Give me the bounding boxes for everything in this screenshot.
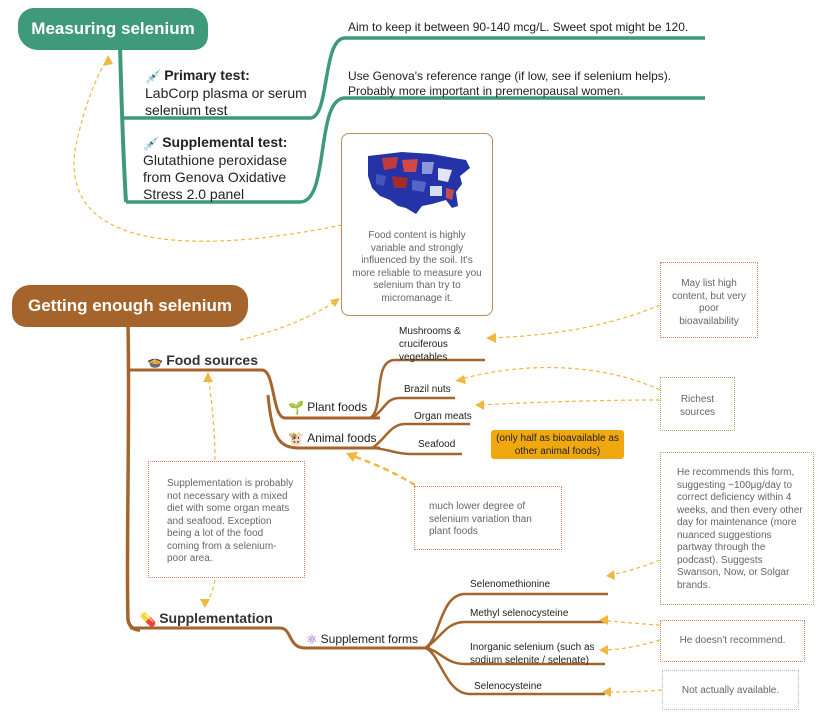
relation-map-to-title	[73, 57, 343, 242]
food-sources-label: Food sources	[166, 352, 258, 368]
form-selenomethionine[interactable]: Selenomethionine	[470, 579, 551, 590]
not-available-note[interactable]: Not actually available.	[662, 670, 799, 710]
form-methyl-selenocysteine[interactable]: Methyl selenocysteine	[470, 608, 569, 619]
primary-test-note[interactable]: Aim to keep it between 90-140 mcg/L. Swe…	[348, 20, 689, 34]
getting-enough-selenium-title[interactable]: Getting enough selenium	[12, 285, 248, 327]
form-selenocysteine[interactable]: Selenocysteine	[474, 681, 542, 692]
cow-icon: 🐮	[288, 431, 305, 446]
supplementation-not-necessary-note[interactable]: Supplementation is probably not necessar…	[148, 461, 305, 578]
brown-form-leaf-2	[424, 620, 605, 650]
relation-recommend-to-selenomethionine	[609, 559, 661, 576]
syringe-icon: 💉	[145, 69, 162, 84]
soil-map-note[interactable]: Food content is highly variable and stro…	[341, 133, 493, 316]
supplement-forms-label: Supplement forms	[320, 632, 419, 646]
poor-bioavailability-note[interactable]: May list high content, but very poor bio…	[660, 262, 758, 338]
supplemental-test-text: Glutathione peroxidase from Genova Oxida…	[143, 152, 287, 202]
atom-icon: ⚛	[306, 632, 318, 647]
soil-map-note-text: Food content is highly variable and stro…	[352, 230, 482, 304]
bowl-icon: 🍲	[147, 354, 164, 369]
animal-foods-label: Animal foods	[307, 431, 377, 445]
food-sources-node[interactable]: 🍲Food sources	[147, 352, 258, 370]
brown-plant-leaf-2	[371, 396, 455, 420]
green-primary-branch	[124, 36, 705, 120]
relation-supp-note-to-food	[207, 374, 216, 461]
richest-sources-text: Richest sources	[679, 394, 715, 418]
supplemental-test-label: Supplemental test:	[162, 134, 288, 150]
not-recommend-note[interactable]: He doesn't recommend.	[660, 620, 805, 662]
relation-richest-to-brazil	[457, 366, 661, 391]
brown-plant-leaf-1	[369, 358, 485, 420]
mushrooms-leaf[interactable]: Mushrooms & cruciferous vegetables	[399, 326, 461, 363]
supplementation-not-necessary-text: Supplementation is probably not necessar…	[167, 478, 294, 564]
relation-notavail-to-selenocysteine	[604, 689, 663, 693]
recommend-form-text: He recommends this form, suggesting ~100…	[677, 467, 803, 591]
supplementation-label: Supplementation	[159, 610, 273, 626]
brown-animal-leaf-1	[371, 422, 470, 450]
syringe-icon: 💉	[143, 136, 160, 151]
primary-test-node[interactable]: 💉Primary test: LabCorp plasma or serum s…	[145, 67, 315, 119]
brown-form-leaf-4	[424, 646, 605, 696]
relation-lower-variation-to-animal	[349, 453, 416, 487]
sprout-icon: 🌱	[288, 400, 305, 415]
plant-foods-label: Plant foods	[307, 400, 368, 414]
pill-icon: 💊	[140, 612, 157, 627]
green-trunk	[118, 45, 128, 203]
measuring-selenium-title[interactable]: Measuring selenium	[18, 8, 208, 50]
seafood-leaf[interactable]: Seafood	[418, 439, 456, 450]
not-recommend-text: He doesn't recommend.	[679, 635, 786, 646]
brown-animal-branch	[266, 394, 380, 450]
brown-supp-branch	[130, 626, 430, 650]
richest-sources-note[interactable]: Richest sources	[660, 377, 735, 431]
poor-bioavailability-text: May list high content, but very poor bio…	[672, 278, 746, 327]
brown-food-branch	[130, 368, 380, 420]
animal-foods-node[interactable]: 🐮Animal foods	[288, 431, 377, 446]
organ-meats-leaf[interactable]: Organ meats	[414, 411, 472, 422]
supplemental-note-line1: Use Genova's reference range (if low, se…	[348, 69, 672, 83]
supplemental-note-line2: Probably more important in premenopausal…	[348, 84, 624, 98]
brown-animal-leaf-2	[371, 446, 462, 456]
supplementation-node[interactable]: 💊Supplementation	[140, 610, 273, 628]
lower-variation-text: much lower degree of selenium variation …	[429, 501, 532, 537]
relation-notrec-to-inorganic	[601, 639, 661, 651]
green-supplemental-branch	[126, 96, 705, 204]
seafood-bioavailability-highlight[interactable]: (only half as bioavailable as other anim…	[491, 430, 624, 459]
supplemental-test-node[interactable]: 💉Supplemental test: Glutathione peroxida…	[143, 134, 308, 203]
form-inorganic-selenium[interactable]: Inorganic selenium (such as sodium selen…	[470, 642, 595, 666]
relation-poor-to-mushrooms	[489, 304, 661, 339]
supplement-forms-node[interactable]: ⚛Supplement forms	[306, 632, 418, 647]
us-selenium-map-image	[368, 152, 470, 214]
relation-getting-to-map	[239, 299, 339, 341]
primary-test-text: LabCorp plasma or serum selenium test	[145, 85, 307, 118]
recommend-form-note[interactable]: He recommends this form, suggesting ~100…	[660, 452, 814, 605]
supplemental-test-note[interactable]: Use Genova's reference range (if low, se…	[348, 69, 708, 99]
relation-notrec-to-methyl	[601, 619, 661, 626]
lower-variation-note[interactable]: much lower degree of selenium variation …	[414, 486, 562, 550]
plant-foods-node[interactable]: 🌱Plant foods	[288, 400, 367, 415]
relation-richest-to-organ	[477, 399, 661, 406]
not-available-text: Not actually available.	[681, 685, 780, 696]
brazil-nuts-leaf[interactable]: Brazil nuts	[404, 384, 451, 395]
primary-test-label: Primary test:	[164, 67, 250, 83]
